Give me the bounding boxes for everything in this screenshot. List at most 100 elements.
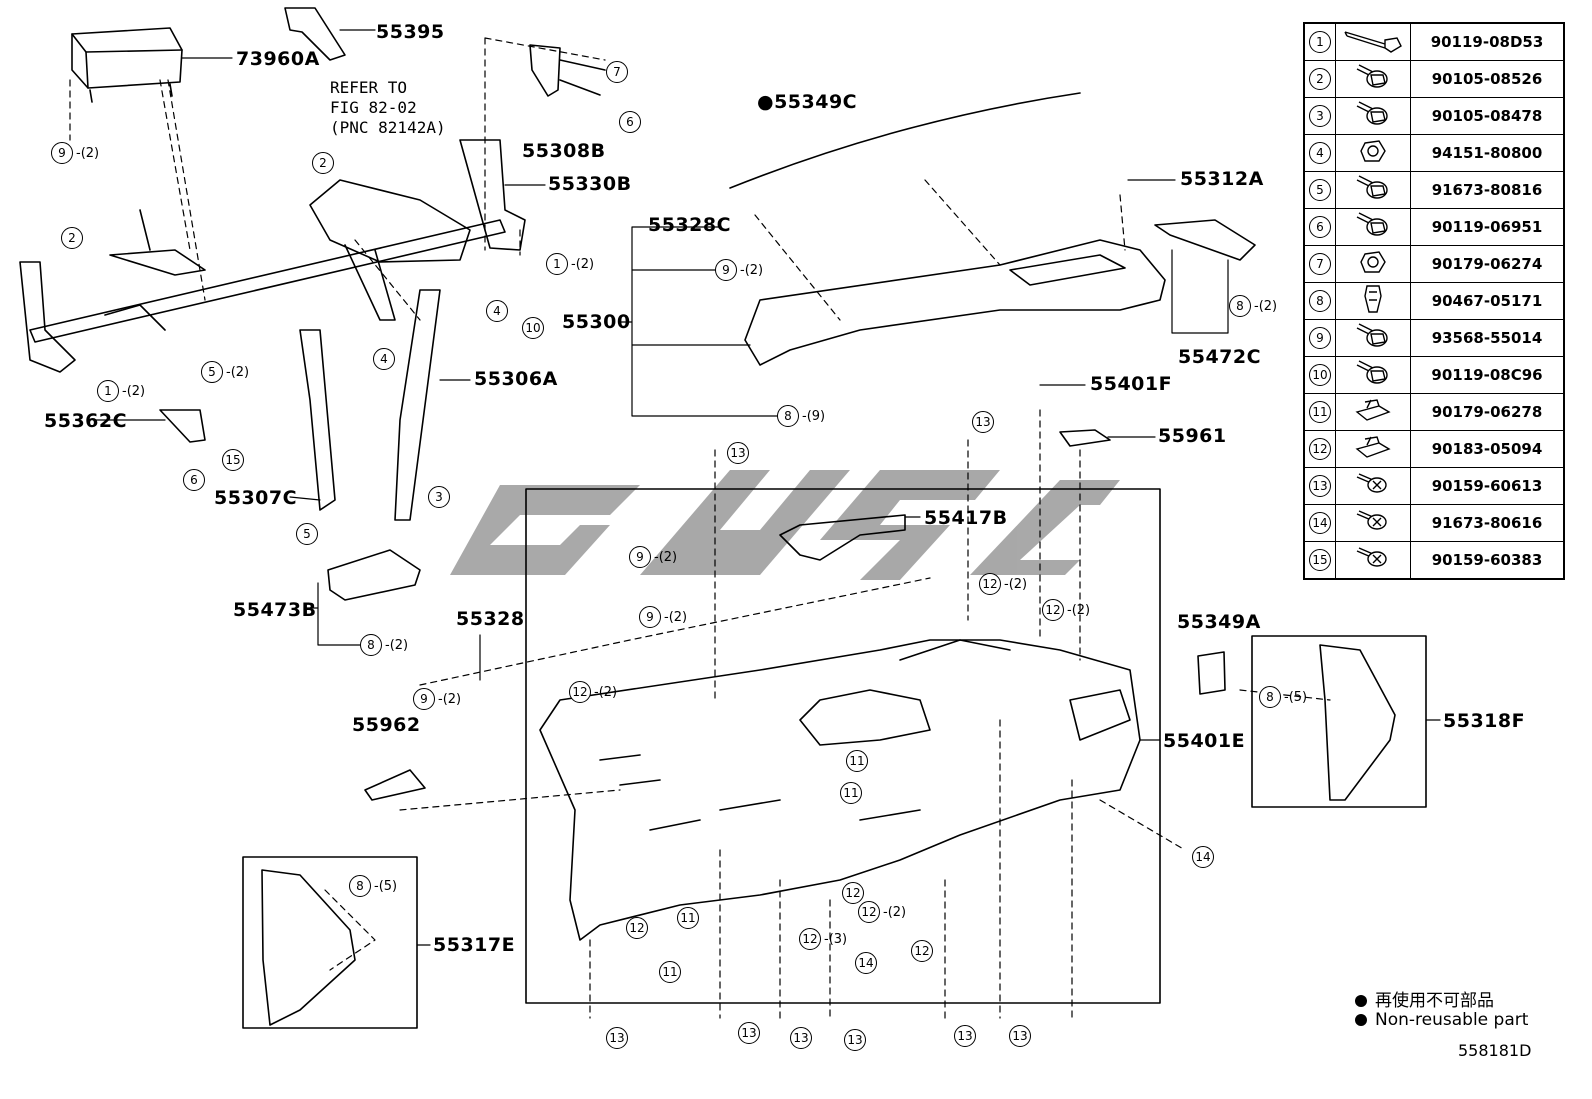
callout-number: 4 [373,348,395,370]
callout-number: 2 [312,152,334,174]
flange-bolt-icon [1335,208,1411,246]
legend-part-number: 90159-60383 [1410,541,1565,580]
legend-callout-number: 3 [1309,105,1331,127]
legend-part-number: 90119-06951 [1410,208,1565,246]
bracket-55308B-drawing [529,44,606,97]
part-label-55307C: 55307C [214,487,298,509]
part-label-55401E: 55401E [1163,730,1246,752]
callout-8: 8-(2) [1229,295,1277,317]
legend-callout: 10 [1303,356,1336,394]
callout-13: 13 [727,442,749,464]
callout-number: 9 [639,606,661,628]
legend-callout: 15 [1303,541,1336,580]
legend-callout: 7 [1303,245,1336,283]
legend-part-number: 91673-80616 [1410,504,1565,542]
non-reusable-note-en: Non-reusable part [1355,1010,1528,1030]
legend-part-number: 94151-80800 [1410,134,1565,172]
part-label-55362C: 55362C [44,410,128,432]
legend-callout-number: 12 [1309,438,1331,460]
callout-number: 8 [360,634,382,656]
callout-9: 9-(2) [629,546,677,568]
callout-quantity: -(2) [594,685,618,700]
legend-callout: 8 [1303,282,1336,320]
legend-callout-number: 9 [1309,327,1331,349]
callout-5: 5 [296,523,318,545]
side-panel-55317E-drawing [261,869,356,1026]
side-panel-55318F-drawing [1319,644,1396,801]
callout-5: 5-(2) [201,361,249,383]
legend-callout-number: 7 [1309,253,1331,275]
callout-1: 1-(2) [97,380,145,402]
callout-number: 9 [413,688,435,710]
flange-bolt-icon [1335,60,1411,98]
flange-bolt-icon [1335,356,1411,394]
non-reusable-en-text: Non-reusable part [1375,1010,1529,1030]
part-label-55395: 55395 [376,21,445,43]
callout-8: 8-(5) [349,875,397,897]
callout-number: 9 [629,546,651,568]
callout-quantity: -(2) [740,263,764,278]
callout-12: 12 [626,917,648,939]
part-label-55330B: 55330B [548,173,632,195]
legend-row: 13 90159-60613 [1303,467,1565,505]
callout-number: 15 [222,449,244,471]
legend-callout: 13 [1303,467,1336,505]
part-label-55308B: 55308B [522,140,606,162]
callout-number: 4 [486,300,508,322]
airbag-module-drawing [71,27,183,103]
callout-number: 13 [790,1027,812,1049]
callout-4: 4 [373,348,395,370]
callout-number: 7 [606,61,628,83]
legend-part-number: 90105-08526 [1410,60,1565,98]
callout-quantity: -(5) [374,879,398,894]
callout-11: 11 [677,907,699,929]
legend-part-number: 90159-60613 [1410,467,1565,505]
watermark-logo [450,470,1120,580]
label-leader-lines [94,29,1441,946]
callout-number: 9 [51,142,73,164]
callout-quantity: -(2) [664,610,688,625]
grille-55961-drawing [1059,429,1111,447]
legend-callout-number: 11 [1309,401,1331,423]
callout-number: 5 [296,523,318,545]
part-label-55417B: 55417B [924,507,1008,529]
callout-quantity: -(2) [571,257,595,272]
clip-icon [1335,282,1411,320]
callout-12: 12-(2) [1042,599,1090,621]
leader-lines [69,37,1331,1019]
long-bolt-icon [1335,22,1411,61]
callout-number: 12 [911,940,933,962]
legend-callout: 14 [1303,504,1336,542]
callout-13: 13 [844,1029,866,1051]
callout-9: 9-(2) [715,259,763,281]
non-reusable-note-jp: 再使用不可部品 [1355,986,1494,1011]
screw-icon [1335,504,1411,542]
callout-number: 6 [619,111,641,133]
screw-icon [1335,541,1411,580]
callout-11: 11 [846,750,868,772]
legend-callout: 3 [1303,97,1336,135]
part-label-55300: 55300 [562,311,631,333]
callout-number: 10 [522,317,544,339]
part-label-55318F: 55318F [1443,710,1526,732]
callout-13: 13 [790,1027,812,1049]
callout-quantity: -(2) [226,365,250,380]
brace-55395-drawing [284,7,346,61]
non-reusable-jp-text: 再使用不可部品 [1375,991,1494,1011]
part-label-55472C: 55472C [1178,346,1262,368]
callout-quantity: -(2) [1254,299,1278,314]
callout-3: 3 [428,486,450,508]
callout-number: 11 [659,961,681,983]
side-panel-55318F-box [1251,635,1427,808]
callout-quantity: -(2) [883,905,907,920]
callout-number: 13 [844,1029,866,1051]
part-label-73960A: 73960A [236,48,320,70]
legend-callout: 11 [1303,393,1336,431]
callout-number: 8 [1229,295,1251,317]
callout-number: 13 [727,442,749,464]
